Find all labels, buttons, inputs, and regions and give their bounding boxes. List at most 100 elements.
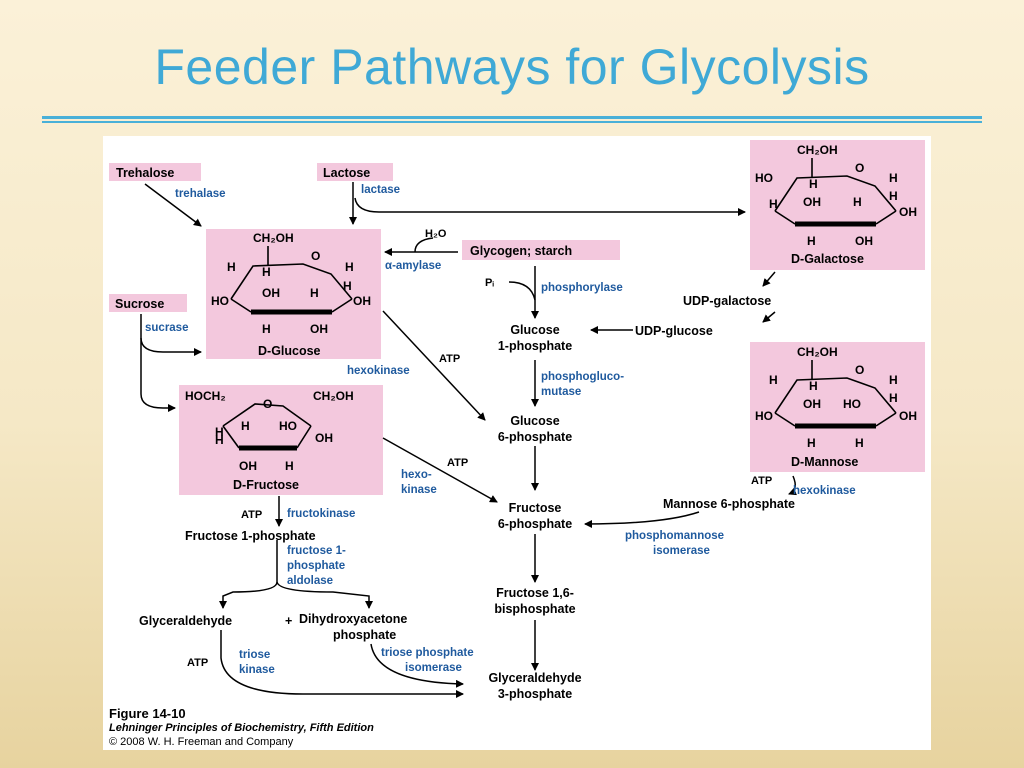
arrow-galactose-udpgal — [762, 271, 776, 287]
galactose-label: D-Galactose — [791, 252, 864, 266]
svg-text:HO: HO — [755, 409, 773, 423]
svg-text:HO: HO — [279, 419, 297, 433]
arrow-trehalose-glucose — [144, 183, 202, 227]
dhap-line1: Dihydroxyacetone — [299, 612, 407, 626]
fructose-16bp-line2: bisphosphate — [494, 602, 575, 616]
dhap-line2: phosphate — [333, 628, 396, 642]
glycogen-label: Glycogen; starch — [470, 244, 572, 258]
svg-text:OH: OH — [899, 409, 917, 423]
arrow-f1p-glyceraldehyde — [219, 540, 278, 609]
svg-text:HO: HO — [211, 294, 229, 308]
svg-text:H: H — [809, 177, 818, 191]
svg-text:H: H — [889, 373, 898, 387]
svg-text:H: H — [855, 436, 864, 450]
fructose-box — [179, 385, 383, 495]
svg-text:H: H — [889, 171, 898, 185]
svg-text:CH₂OH: CH₂OH — [797, 143, 838, 157]
svg-text:HOCH₂: HOCH₂ — [185, 389, 226, 403]
svg-text:H: H — [215, 425, 224, 439]
enzyme-fructokinase: fructokinase — [287, 508, 355, 520]
enzyme-lactase: lactase — [361, 184, 400, 196]
svg-text:CH₂OH: CH₂OH — [313, 389, 354, 403]
arrow-glucose-g6p — [382, 310, 486, 421]
enzyme-pmi-line2: isomerase — [653, 545, 710, 557]
svg-text:H: H — [889, 189, 898, 203]
udp-glucose-label: UDP-glucose — [635, 324, 713, 338]
mannose-box — [750, 342, 925, 472]
svg-text:H: H — [285, 459, 294, 473]
arrow-fructose-f6p — [382, 437, 498, 503]
slide-title: Feeder Pathways for Glycolysis — [154, 39, 870, 95]
atp-hexokinase: ATP — [439, 353, 460, 365]
trehalose-label: Trehalose — [116, 166, 174, 180]
svg-text:H: H — [343, 279, 352, 293]
fructose-16bp-line1: Fructose 1,6- — [496, 586, 574, 600]
svg-text:OH: OH — [899, 205, 917, 219]
udp-galactose-label: UDP-galactose — [683, 294, 771, 308]
svg-text:OH: OH — [310, 322, 328, 336]
svg-text:H: H — [227, 260, 236, 274]
enzyme-hexokinase-f-line2: kinase — [401, 484, 437, 496]
pathway-figure: Trehalose Lactose Sucrose Glycogen; star… — [103, 136, 931, 750]
enzyme-hexokinase: hexokinase — [347, 365, 410, 377]
svg-text:OH: OH — [262, 286, 280, 300]
figure-copyright: © 2008 W. H. Freeman and Company — [109, 736, 294, 748]
enzyme-aldolase-line2: phosphate — [287, 560, 345, 572]
enzyme-tpi-line1: triose phosphate — [381, 647, 474, 659]
glucose-1p-line2: 1-phosphate — [498, 339, 572, 353]
pathway-diagram: Trehalose Lactose Sucrose Glycogen; star… — [109, 140, 925, 701]
figure-number: Figure 14-10 — [109, 706, 186, 721]
svg-text:H: H — [262, 322, 271, 336]
enzyme-pgm-line2: mutase — [541, 386, 581, 398]
svg-text:H: H — [769, 197, 778, 211]
mannose-label: D-Mannose — [791, 455, 858, 469]
arrow-udpgal-udpglc — [762, 311, 776, 323]
atp-mannose: ATP — [751, 475, 772, 487]
glyceraldehyde-label: Glyceraldehyde — [139, 614, 232, 628]
enzyme-amylase: α-amylase — [385, 260, 441, 272]
svg-text:O: O — [263, 397, 272, 411]
arrow-m6p-f6p — [584, 511, 700, 528]
pathway-arrows — [140, 182, 797, 698]
svg-text:H: H — [809, 379, 818, 393]
svg-text:H: H — [807, 234, 816, 248]
svg-text:HO: HO — [843, 397, 861, 411]
enzyme-pmi-line1: phosphomannose — [625, 530, 724, 542]
water-label: H₂O — [425, 228, 447, 240]
title-rule-bottom — [42, 121, 982, 123]
atp-triose-kinase: ATP — [187, 657, 208, 669]
arrow-glyceraldehyde-g3p — [220, 630, 464, 698]
sucrose-box — [109, 294, 187, 312]
svg-text:CH₂OH: CH₂OH — [797, 345, 838, 359]
fructose-1p-label: Fructose 1-phosphate — [185, 529, 316, 543]
sucrose-label: Sucrose — [115, 297, 164, 311]
figure-source: Lehninger Principles of Biochemistry, Fi… — [109, 722, 374, 734]
enzyme-aldolase-line3: aldolase — [287, 575, 333, 587]
plus-sign: + — [285, 614, 292, 628]
enzyme-pgm-line1: phosphogluco- — [541, 371, 624, 383]
lactose-label: Lactose — [323, 166, 370, 180]
svg-text:HO: HO — [755, 171, 773, 185]
arrow-f1p-dhap — [276, 581, 373, 609]
arrow-lactose-galactose — [354, 197, 746, 216]
enzyme-tpi-line2: isomerase — [405, 662, 462, 674]
fructose-6p-line2: 6-phosphate — [498, 517, 572, 531]
svg-text:OH: OH — [353, 294, 371, 308]
svg-text:H: H — [853, 195, 862, 209]
svg-text:OH: OH — [803, 397, 821, 411]
fructose-6p-line1: Fructose — [509, 501, 562, 515]
ring-atoms: CH₂OH O H H H OH H HO OH H H OH CH₂OH O … — [185, 143, 917, 473]
fructose-label: D-Fructose — [233, 478, 299, 492]
trehalose-box — [109, 163, 201, 181]
svg-text:OH: OH — [855, 234, 873, 248]
svg-text:O: O — [311, 249, 320, 263]
enzyme-triose-kinase-line2: kinase — [239, 664, 275, 676]
phosphate-label: Pᵢ — [485, 277, 494, 289]
svg-text:OH: OH — [239, 459, 257, 473]
arrow-sucrose-fructose — [140, 338, 176, 412]
enzyme-hexokinase-f-line1: hexo- — [401, 469, 432, 481]
atp-fructokinase: ATP — [241, 509, 262, 521]
arrow-dhap-g3p — [370, 643, 464, 688]
mannose-6p-label: Mannose 6-phosphate — [663, 497, 795, 511]
svg-text:H: H — [807, 436, 816, 450]
